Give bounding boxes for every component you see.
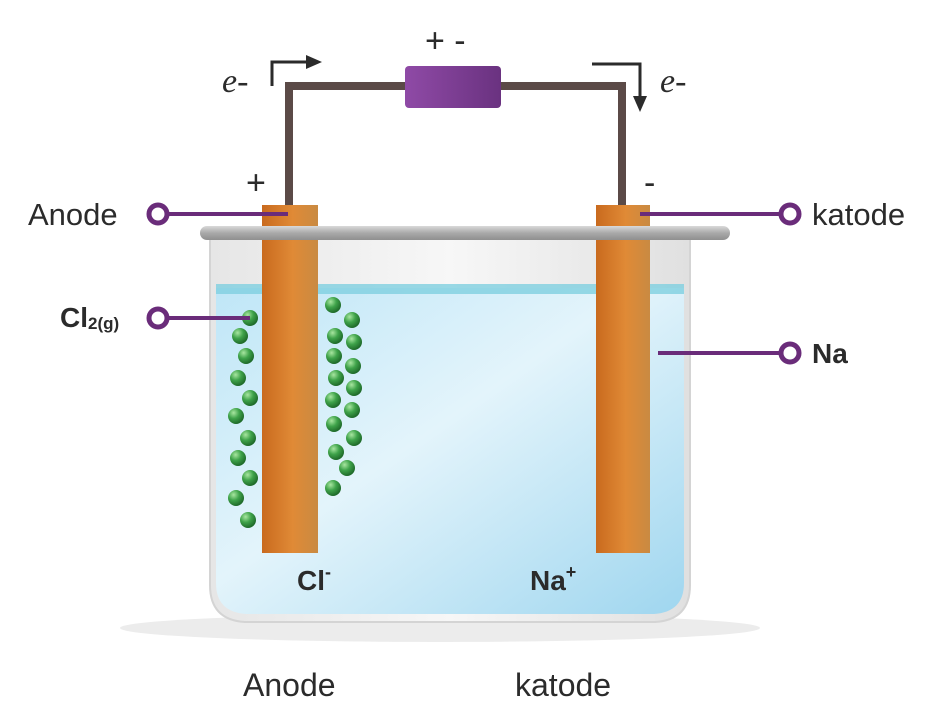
beaker-rim: [200, 226, 730, 240]
chlorine-bubble: [339, 460, 355, 476]
pointer-chlorine: [146, 306, 250, 330]
chlorine-bubble: [242, 470, 258, 486]
chlorine-bubble: [344, 312, 360, 328]
solution-surface: [216, 284, 684, 294]
chloride-symbol: Cl: [297, 565, 325, 596]
chlorine-bubble: [326, 348, 342, 364]
chlorine-bubble: [328, 370, 344, 386]
chlorine-bubble: [344, 402, 360, 418]
electron-right-label: e-: [660, 63, 686, 100]
chlorine-bubble: [228, 408, 244, 424]
chlorine-bubble: [328, 444, 344, 460]
sodium-ion-symbol: Na: [530, 565, 566, 596]
katode-electrode: [596, 205, 650, 553]
pointer-anode: [146, 202, 288, 226]
chlorine-bubble: [242, 390, 258, 406]
chlorine-bubble: [230, 370, 246, 386]
wire-katode: [500, 82, 626, 210]
anode-bottom-label: Anode: [243, 667, 336, 703]
chlorine-bubble: [346, 380, 362, 396]
chlorine-bubble: [228, 490, 244, 506]
chlorine-bubble: [346, 334, 362, 350]
power-source: [405, 66, 501, 108]
chloride-ion-label: Cl-: [297, 562, 331, 596]
chlorine-bubble: [325, 297, 341, 313]
sodium-ion-charge: +: [566, 562, 577, 582]
pointer-katode: [640, 202, 802, 226]
chlorine-subscript: 2(g): [88, 314, 119, 333]
chlorine-bubble: [346, 430, 362, 446]
chlorine-bubbles: [228, 297, 362, 528]
chlorine-bubble: [240, 430, 256, 446]
chlorine-main-text: Cl: [60, 302, 88, 333]
electron-arrow-right: [592, 62, 647, 112]
chlorine-gas-label: Cl2(g): [60, 302, 119, 333]
chlorine-bubble: [240, 512, 256, 528]
chloride-charge: -: [325, 562, 331, 582]
electron-arrow-left: [270, 55, 322, 86]
sodium-label: Na: [812, 338, 848, 369]
katode-side-label: katode: [812, 197, 905, 232]
chlorine-bubble: [345, 358, 361, 374]
power-source-signs: + -: [425, 22, 466, 60]
chlorine-bubble: [325, 392, 341, 408]
electrolyte-solution: [216, 288, 684, 614]
pointer-sodium: [658, 341, 802, 365]
katode-bottom-label: katode: [515, 667, 611, 703]
anode-sign: +: [246, 164, 266, 202]
chlorine-bubble: [327, 328, 343, 344]
chlorine-bubble: [238, 348, 254, 364]
chlorine-bubble: [232, 328, 248, 344]
electron-left-label: e-: [222, 63, 248, 100]
wire-anode: [285, 82, 405, 210]
chlorine-bubble: [325, 480, 341, 496]
chlorine-bubble: [230, 450, 246, 466]
anode-side-label: Anode: [28, 197, 118, 232]
sodium-ion-label: Na+: [530, 562, 576, 596]
katode-sign: -: [644, 164, 655, 202]
anode-electrode: [262, 205, 318, 553]
chlorine-bubble: [326, 416, 342, 432]
